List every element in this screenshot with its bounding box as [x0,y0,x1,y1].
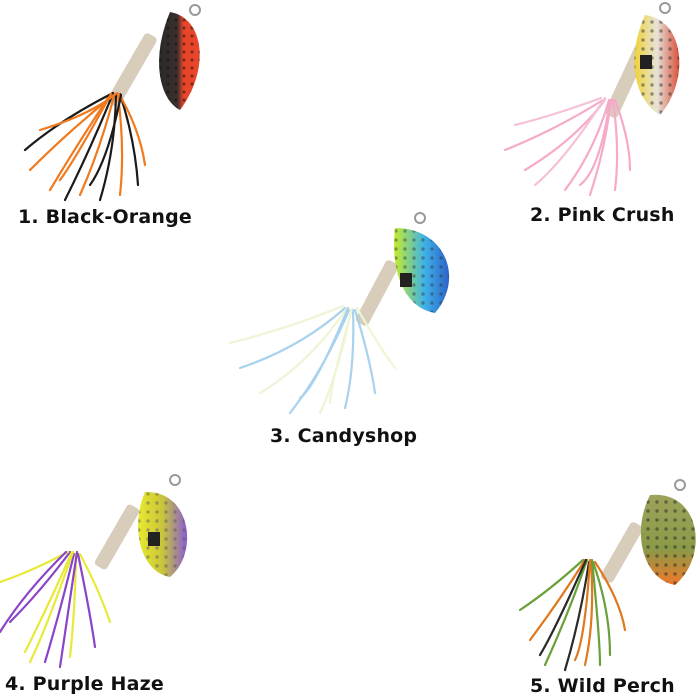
lure-label: 1. Black-Orange [18,206,193,228]
lure-label: 4. Purple Haze [5,673,164,695]
lure-label: 5. Wild Perch [530,675,675,697]
lure-image-pink-crush [495,0,695,200]
lure-label: 2. Pink Crush [530,204,675,226]
lure-image-wild-perch [500,479,700,675]
lure-label: 3. Candyshop [270,425,418,447]
lure-image-candyshop [228,212,470,418]
lure-image-black-orange [20,0,210,205]
lure-image-purple-haze [0,472,200,672]
